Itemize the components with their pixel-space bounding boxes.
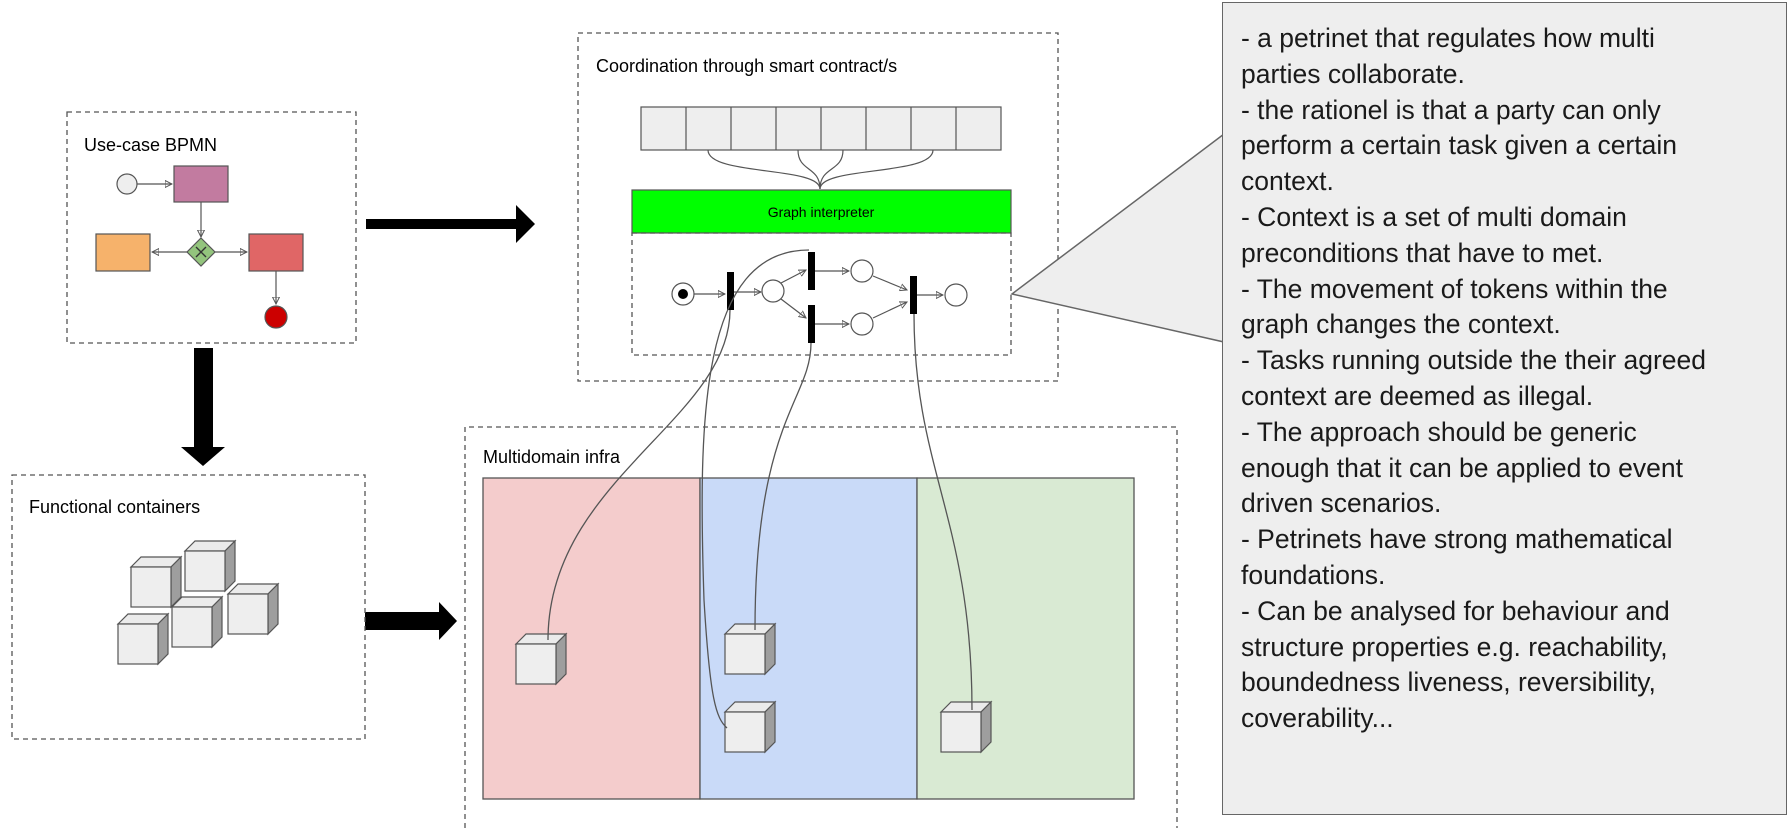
cube-icon — [940, 701, 992, 753]
callout-line: coverability... — [1241, 703, 1394, 734]
callout-text: - a petrinet that regulates how multi par… — [1241, 21, 1772, 737]
link-curve — [754, 342, 812, 631]
arrow-right-icon — [366, 205, 535, 243]
multidomain-frame — [464, 426, 1178, 828]
bpmn-panel-frame — [66, 111, 357, 344]
callout-line: - The movement of tokens within the — [1241, 273, 1668, 304]
callout-line: context. — [1241, 166, 1334, 197]
link-curve — [701, 249, 810, 729]
callout-line: graph changes the context. — [1241, 309, 1561, 340]
cube-icon — [171, 596, 223, 648]
callout-line: boundedness liveness, reversibility, — [1241, 667, 1656, 698]
bpmn-panel-title: Use-case BPMN — [84, 135, 217, 155]
petri-transition-icon — [808, 252, 815, 290]
callout-line: perform a certain task given a certain — [1241, 130, 1677, 161]
link-curve — [913, 313, 973, 711]
callout-line: - Context is a set of multi domain — [1241, 201, 1627, 232]
petri-place-icon — [944, 283, 968, 307]
arrow-down-icon — [181, 348, 225, 466]
graph-interpreter-bar — [631, 189, 1012, 234]
ledger-connectors — [707, 149, 934, 190]
bpmn-gateway-x-icon — [195, 246, 207, 258]
cube-icon — [117, 613, 169, 665]
callout-line: - The approach should be generic — [1241, 416, 1637, 447]
cube-icon — [227, 583, 279, 635]
functional-containers-panel: Functional containers — [11, 474, 366, 740]
cube-icon — [184, 540, 236, 592]
cube-icon — [130, 556, 182, 608]
petri-token-icon — [678, 289, 688, 299]
domain-1-zone — [482, 477, 701, 800]
bpmn-task-left — [95, 233, 151, 272]
callout-line: driven scenarios. — [1241, 488, 1442, 519]
bpmn-start-event — [116, 173, 138, 195]
coordination-panel: Coordination through smart contract/s Gr… — [577, 32, 1059, 382]
petri-transition-icon — [808, 305, 815, 343]
multidomain-title: Multidomain infra — [483, 447, 621, 467]
cube-icon — [724, 623, 776, 675]
petri-transition-icon — [727, 272, 734, 310]
graph-interpreter-label: Graph interpreter — [768, 204, 875, 220]
bpmn-task-top — [173, 165, 229, 203]
arrow-right-icon — [365, 602, 457, 640]
callout-line: foundations. — [1241, 559, 1386, 590]
petri-place-icon — [850, 312, 874, 336]
petri-place-icon — [850, 259, 874, 283]
petri-place-icon — [761, 279, 785, 303]
multidomain-panel: Multidomain infra — [464, 426, 1178, 828]
coordination-panel-title: Coordination through smart contract/s — [596, 56, 897, 76]
cube-icon — [515, 633, 567, 685]
callout-line: parties collaborate. — [1241, 58, 1465, 89]
callout-line: structure properties e.g. reachability, — [1241, 631, 1668, 662]
functional-containers-frame — [11, 474, 366, 740]
bpmn-task-right — [248, 233, 304, 272]
callout-line: - Can be analysed for behaviour and — [1241, 595, 1670, 626]
petri-net-frame — [631, 232, 1012, 356]
cube-icon — [724, 701, 776, 753]
transition-container-links — [547, 249, 973, 729]
petri-transition-icon — [910, 276, 917, 314]
link-curve — [547, 309, 731, 641]
bpmn-panel: Use-case BPMN — [66, 111, 357, 344]
callout-line: preconditions that have to met. — [1241, 237, 1604, 268]
callout-line: enough that it can be applied to event — [1241, 452, 1684, 483]
callout-pointer — [1010, 132, 1225, 343]
bpmn-end-event — [264, 305, 288, 329]
ledger-blocks — [640, 106, 1002, 151]
callout-line: - Tasks running outside the their agreed — [1241, 345, 1707, 376]
petri-net — [671, 252, 968, 343]
callout-line: context are deemed as illegal. — [1241, 380, 1594, 411]
callout-line: - a petrinet that regulates how multi — [1241, 23, 1655, 53]
functional-containers-title: Functional containers — [29, 497, 200, 517]
callout-note: - a petrinet that regulates how multi par… — [1222, 2, 1787, 815]
callout-line: - Petrinets have strong mathematical — [1241, 524, 1673, 555]
callout-line: - the rationel is that a party can only — [1241, 94, 1661, 125]
